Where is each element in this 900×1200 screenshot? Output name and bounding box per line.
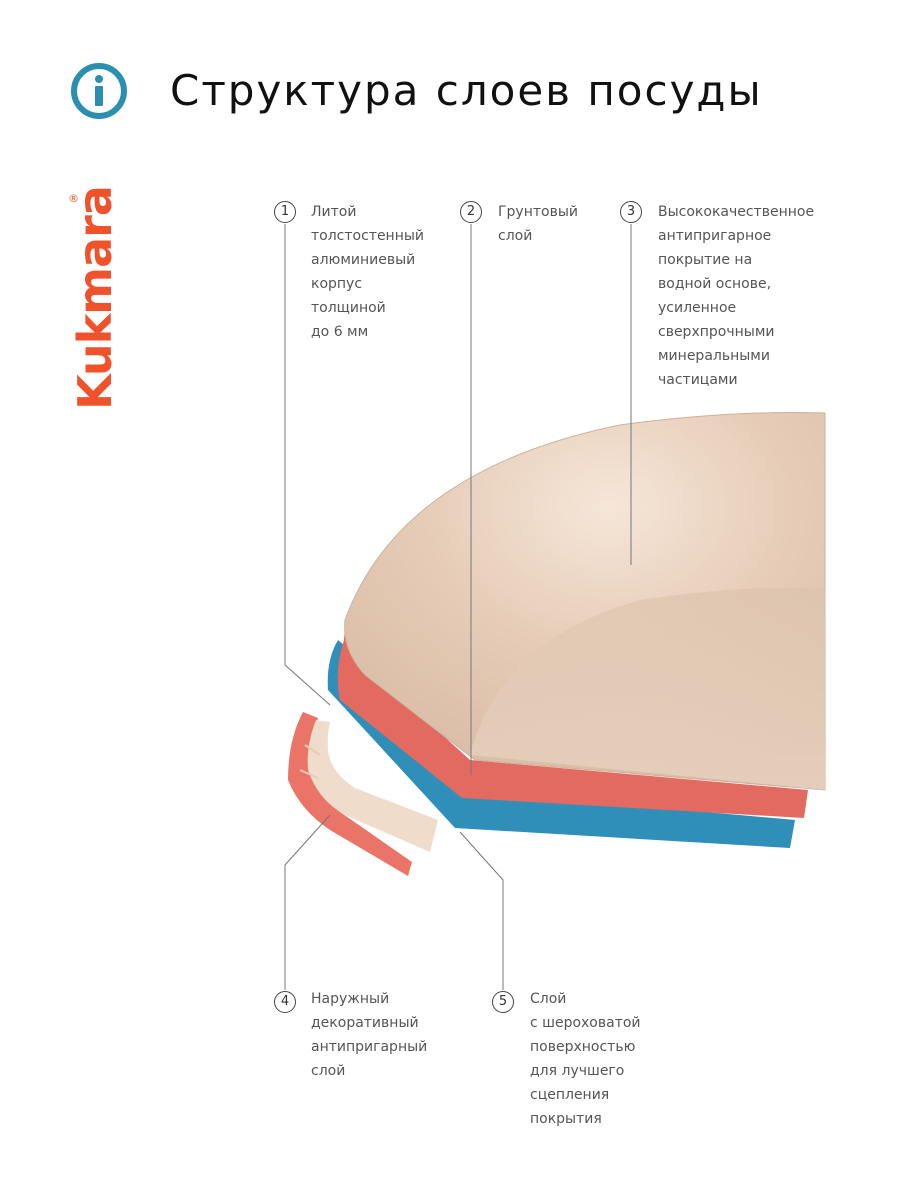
layer-label-1: Литой толстостенный алюминиевый корпус т…	[311, 200, 424, 344]
layer-label-4: Наружный декоративный антипригарный слой	[311, 987, 427, 1083]
leader-line-4	[285, 815, 330, 990]
layer-number-3: 3	[620, 201, 642, 223]
layer-number-1: 1	[274, 201, 296, 223]
leader-line-5	[460, 832, 503, 990]
layer-label-5: Слой с шероховатой поверхностью для лучш…	[530, 987, 641, 1131]
layer-label-3: Высококачественное антипригарное покрыти…	[658, 200, 814, 392]
layer-number-5: 5	[492, 991, 514, 1013]
layer-label-2: Грунтовый слой	[498, 200, 578, 248]
layer-number-4: 4	[274, 991, 296, 1013]
layer-number-2: 2	[460, 201, 482, 223]
